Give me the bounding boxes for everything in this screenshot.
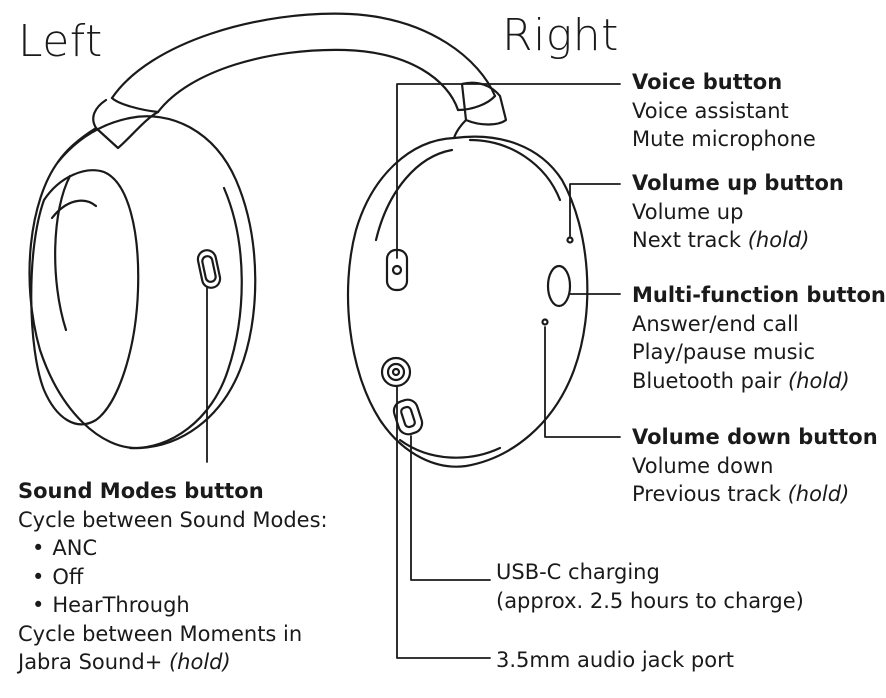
usb-c-callout: USB-C charging (approx. 2.5 hours to cha…: [496, 558, 804, 615]
volume-down-line-2: Previous track (hold): [632, 480, 878, 509]
sound-modes-hold-note: (hold): [168, 650, 231, 674]
audio-jack-shape: [380, 356, 412, 388]
multi-function-button-callout: Multi-function button Answer/end call Pl…: [632, 281, 886, 395]
usb-c-line-2: (approx. 2.5 hours to charge): [496, 588, 804, 613]
voice-button-callout: Voice button Voice assistant Mute microp…: [632, 68, 816, 154]
volume-down-line-1: Volume down: [632, 453, 774, 478]
volume-up-button-shape: [566, 236, 574, 244]
audio-jack-line-1: 3.5mm audio jack port: [496, 648, 734, 672]
volume-up-line-1: Volume up: [632, 199, 744, 224]
sound-modes-moments-text: Jabra Sound+: [18, 650, 163, 674]
leader-lines: [206, 83, 621, 659]
audio-jack-leader: [396, 385, 491, 659]
usb-c-leader: [410, 435, 491, 581]
voice-button-line-2: Mute microphone: [632, 127, 816, 151]
volume-down-hold-note: (hold): [787, 482, 850, 506]
multi-function-line-1: Answer/end call: [632, 311, 799, 336]
sound-modes-moments-line-2: Jabra Sound+ (hold): [18, 648, 328, 677]
sound-modes-button-title: Sound Modes button: [18, 479, 264, 503]
volume-up-line-2: Next track (hold): [632, 226, 844, 255]
multi-function-line-3: Bluetooth pair (hold): [632, 367, 886, 396]
sound-mode-item: HearThrough: [18, 591, 328, 620]
sound-modes-button-shape: [196, 249, 222, 289]
volume-up-button-title: Volume up button: [632, 171, 844, 195]
sound-mode-item: Off: [18, 563, 328, 592]
multi-function-button-title: Multi-function button: [632, 283, 886, 307]
volume-down-button-callout: Volume down button Volume down Previous …: [632, 423, 878, 509]
voice-button-line-1: Voice assistant: [632, 98, 789, 123]
volume-down-button-shape: [541, 318, 549, 326]
left-earcup: [28, 115, 257, 450]
multi-function-line-2: Play/pause music: [632, 340, 816, 364]
volume-up-button-callout: Volume up button Volume up Next track (h…: [632, 169, 844, 255]
right-earcup: [346, 135, 589, 468]
volume-up-line-2-text: Next track: [632, 228, 742, 252]
sound-mode-item: ANC: [18, 534, 328, 563]
volume-down-line-2-text: Previous track: [632, 482, 781, 506]
volume-up-hold-note: (hold): [747, 228, 810, 252]
volume-down-button-title: Volume down button: [632, 425, 878, 449]
volume-up-leader: [569, 183, 621, 237]
voice-leader: [396, 83, 621, 259]
sound-modes-moments-line-1: Cycle between Moments in: [18, 621, 303, 646]
sound-modes-intro: Cycle between Sound Modes:: [18, 507, 328, 532]
right-side-label: Right: [502, 10, 619, 61]
sound-modes-button-callout: Sound Modes button Cycle between Sound M…: [18, 477, 328, 677]
audio-jack-callout: 3.5mm audio jack port: [496, 646, 734, 675]
multi-function-button-shape: [546, 264, 572, 308]
volume-down-leader: [544, 326, 621, 438]
multi-function-hold-note: (hold): [787, 368, 850, 393]
left-side-label: Left: [18, 16, 103, 67]
voice-button-title: Voice button: [632, 70, 783, 94]
multi-function-line-3-text: Bluetooth pair: [632, 368, 782, 393]
headband: [110, 12, 497, 114]
usb-c-line-1: USB-C charging: [496, 560, 660, 584]
